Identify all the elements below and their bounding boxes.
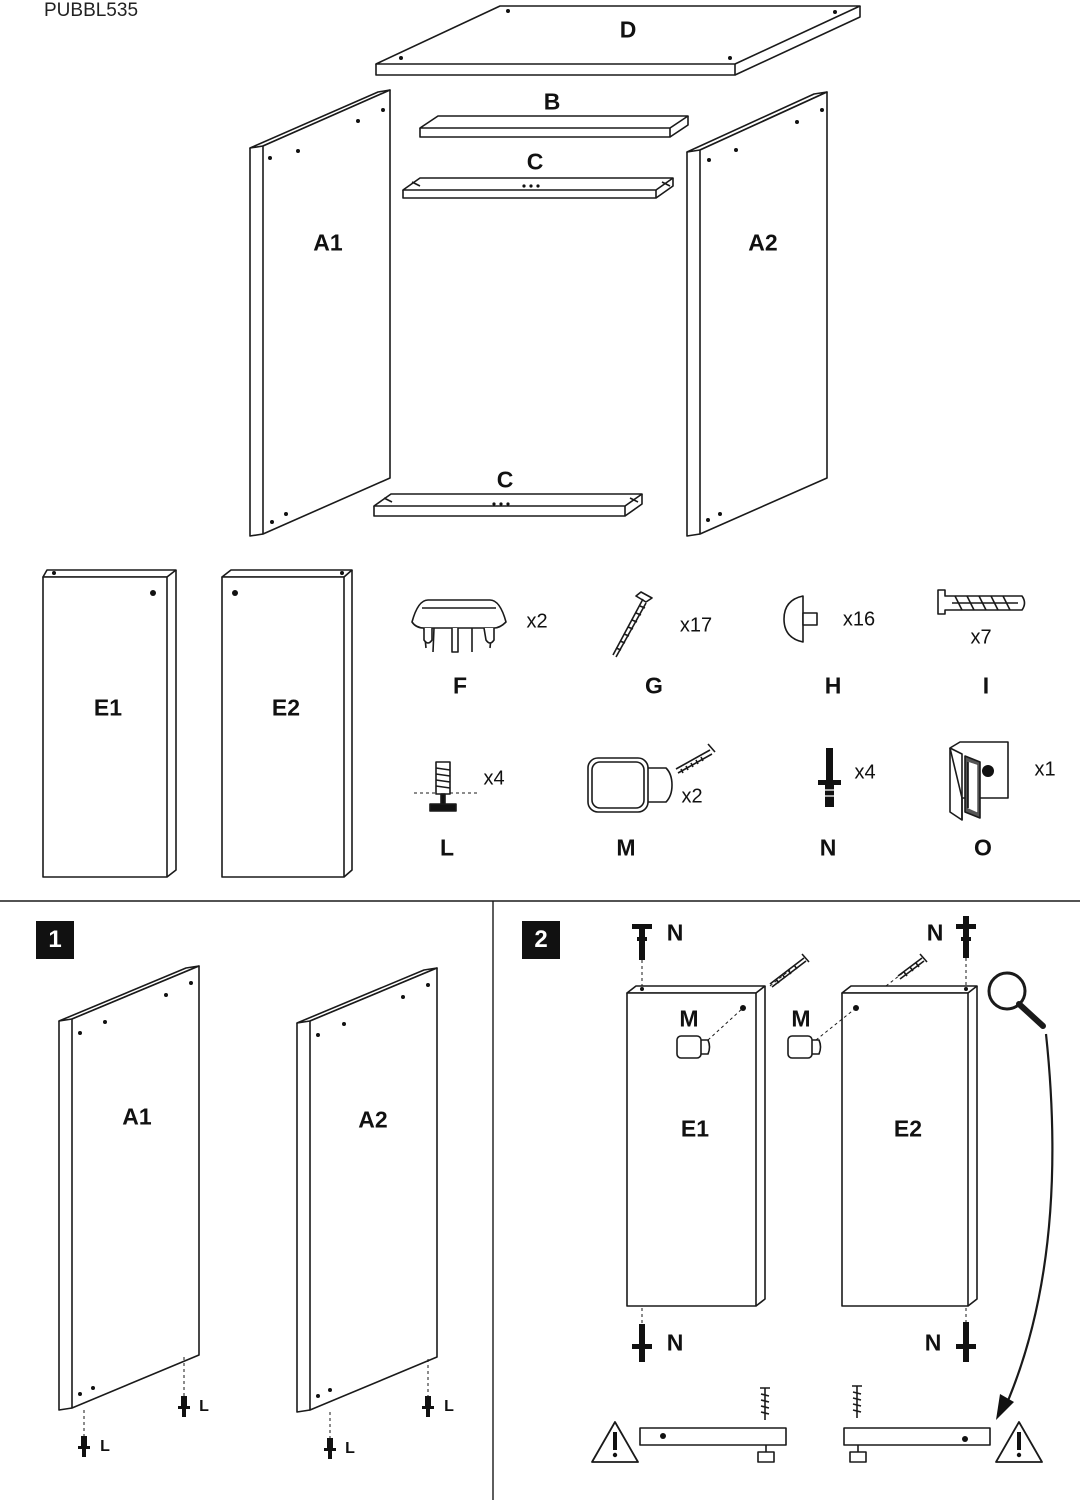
hardware-letter-o: O [974,834,992,861]
hardware-qty-l: x4 [483,767,505,790]
step2-label-knob: M [679,1005,699,1032]
step2-label-e2: E2 [893,1115,923,1142]
hardware-qty-g: x17 [679,614,713,637]
bumper-icon [411,599,507,653]
step2-label-pin: N [926,919,944,946]
step1-foot-label: L [199,1398,209,1415]
dowel-pin-icon [818,748,841,807]
leveling-foot-icon [178,1396,190,1417]
leveling-foot-icon [324,1438,336,1459]
hardware-qty-n: x4 [854,761,876,784]
label-a2: A2 [748,229,778,256]
panel-a2 [686,91,828,537]
step2-label-knob: M [791,1005,811,1032]
label-c-top: C [526,148,544,175]
hinge-plate-icon [949,741,1009,821]
step2-panel-e1 [626,985,766,1307]
step-number-2: 2 [522,921,560,959]
leveling-foot-icon [422,1396,434,1417]
label-e1: E1 [93,694,123,721]
step1-panel-a2 [296,967,438,1438]
label-e2: E2 [271,694,301,721]
hardware-qty-o: x1 [1034,758,1056,781]
hardware-qty-m: x2 [681,785,703,808]
panel-d [375,5,861,76]
knob-icon [676,1035,711,1059]
step2-label-pin: N [666,919,684,946]
screw-icon [612,591,653,658]
hardware-letter-i: I [982,672,990,699]
screw-icon [769,953,810,988]
label-b: B [543,88,561,115]
dowel-pin-icon [956,916,976,958]
dowel-pin-icon [956,1322,976,1362]
label-a1: A1 [313,229,343,256]
knob-icon [787,1035,822,1059]
detail-arrow [1002,1033,1054,1411]
hardware-qty-h: x16 [842,608,876,631]
hardware-qty-i: x7 [970,626,992,649]
hardware-letter-n: N [819,834,837,861]
step1-foot-label: L [100,1438,110,1455]
step2-label-pin: N [666,1329,684,1356]
step1-label-a2: A2 [358,1106,388,1133]
document-code: PUBBL535 [44,0,139,21]
panel-a1 [249,89,391,537]
hardware-letter-f: F [452,672,468,699]
warning-icon [591,1421,639,1463]
step1-foot-label: L [345,1440,355,1457]
warning-icon [995,1421,1043,1463]
panel-c-top [402,177,674,199]
panel-c-bottom [373,493,643,517]
panel-e1 [42,569,177,878]
step2-panel-e2 [841,985,978,1307]
knob-icon [587,743,716,813]
step1-foot-label: L [444,1398,454,1415]
panel-b [419,115,689,138]
panel-e2 [221,569,353,878]
step2-label-pin: N [924,1329,942,1356]
hardware-letter-g: G [645,672,663,699]
screw-icon [897,953,928,980]
hardware-letter-h: H [824,672,842,699]
hardware-letter-l: L [439,834,455,861]
step1-label-a1: A1 [122,1103,152,1130]
hardware-qty-f: x2 [526,610,548,633]
leveling-foot-icon [78,1436,90,1457]
detail-board-right [843,1385,991,1463]
step1-panel-a1 [58,965,200,1436]
magnifier-icon [987,971,1046,1029]
step-number-1: 1 [36,921,74,959]
dowel-pin-icon [632,1324,652,1362]
leveling-foot-icon [414,761,478,812]
step2-label-e1: E1 [680,1115,710,1142]
step1-feet [78,1396,434,1459]
hardware-letter-m: M [616,834,636,861]
wall-plug-icon [937,589,1026,615]
step2-pins [632,916,976,1362]
label-c-bottom: C [496,466,514,493]
dowel-pin-icon [632,924,652,960]
cap-icon [783,595,818,643]
label-d: D [619,16,637,43]
detail-board-left [639,1387,787,1463]
